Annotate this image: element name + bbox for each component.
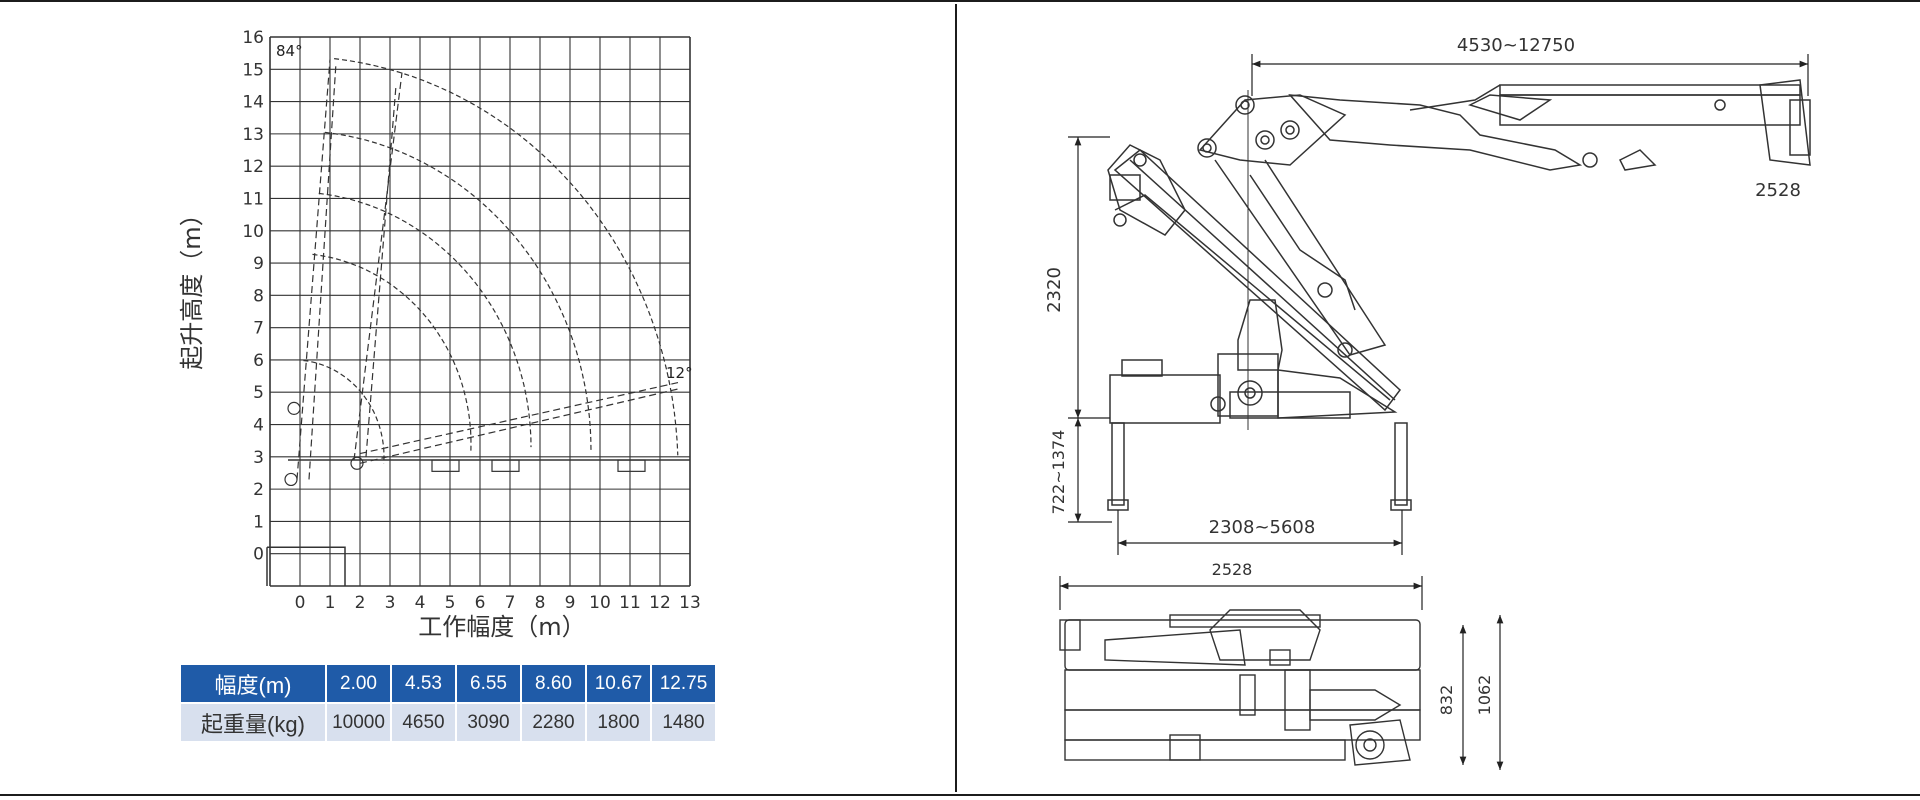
y-tick-label: 13 [242, 125, 264, 145]
radius-value: 12.75 [651, 665, 715, 704]
radius-value: 4.53 [391, 665, 457, 704]
x-tick-label: 10 [589, 593, 611, 613]
y-tick-label: 16 [242, 28, 264, 48]
y-tick-label: 9 [253, 254, 264, 274]
lift-height-curves [303, 58, 679, 464]
capacity-value: 1800 [586, 703, 652, 741]
curve-max-reach [334, 58, 679, 456]
curve-reach-3 [318, 192, 532, 448]
x-tick-label: 9 [565, 593, 576, 613]
y-tick-label: 3 [253, 448, 264, 468]
angle-min-label: 12° [666, 364, 693, 382]
top-view-length-dim: 2528 [1212, 560, 1253, 579]
boom-line-mid [365, 85, 397, 457]
frame-top-border [0, 0, 1920, 2]
crane-dimension-drawing: 4530~12750 2528 2320 722~1374 2308~5608 … [1044, 35, 1811, 770]
crane-side-view [1107, 79, 1811, 511]
y-tick-label: 14 [242, 93, 264, 113]
y-tick-label: 15 [242, 60, 264, 80]
table-row: 幅度(m) 2.00 4.53 6.55 8.60 10.67 12.75 [181, 665, 715, 704]
capacity-value: 3090 [456, 703, 522, 741]
radius-value: 6.55 [456, 665, 522, 704]
panel-divider [955, 4, 957, 792]
height-dim: 2320 [1044, 267, 1065, 313]
x-tick-label: 0 [295, 593, 306, 613]
curve-reach-4 [324, 131, 592, 451]
radius-value: 10.67 [586, 665, 652, 704]
y-tick-label: 11 [242, 189, 264, 209]
angle-max-label: 84° [276, 42, 303, 60]
capacity-value: 10000 [326, 703, 392, 741]
curve-reach-2 [312, 253, 472, 451]
crane-top-view [1059, 609, 1421, 766]
chart-grid [269, 36, 691, 587]
boom-end-width-dim: 2528 [1755, 180, 1801, 201]
x-tick-label: 11 [619, 593, 641, 613]
capacity-value: 2280 [521, 703, 587, 741]
pivot-circle [287, 401, 301, 415]
outrigger-span-dim: 2308~5608 [1209, 517, 1316, 538]
x-tick-label: 5 [445, 593, 456, 613]
y-tick-label: 1 [253, 512, 264, 532]
capacity-header: 起重量(kg) [181, 703, 327, 741]
top-view-inner-width-dim: 832 [1437, 685, 1456, 716]
capacity-value: 1480 [651, 703, 715, 741]
top-view-outer-width-dim: 1062 [1475, 675, 1494, 716]
dimension-lines [1059, 54, 1809, 770]
boom-line-mid [353, 72, 403, 461]
y-tick-label: 2 [253, 480, 264, 500]
x-tick-label: 7 [505, 593, 516, 613]
pivot-circle [350, 456, 364, 470]
radius-value: 8.60 [521, 665, 587, 704]
x-tick-label: 8 [535, 593, 546, 613]
y-tick-label: 4 [253, 416, 264, 436]
boom-extension-dim: 4530~12750 [1457, 35, 1575, 56]
y-tick-label: 8 [253, 286, 264, 306]
y-tick-label: 0 [253, 545, 264, 565]
x-axis-label: 工作幅度（m） [418, 613, 585, 641]
boom-section [431, 459, 460, 472]
x-tick-label: 6 [475, 593, 486, 613]
x-tick-label: 1 [325, 593, 336, 613]
x-tick-label: 4 [415, 593, 426, 613]
y-tick-label: 10 [242, 222, 264, 242]
boom-line-84deg [308, 62, 337, 480]
y-tick-label: 12 [242, 157, 264, 177]
capacity-value: 4650 [391, 703, 457, 741]
boom-line-84deg [296, 59, 331, 480]
y-tick-label: 7 [253, 319, 264, 339]
frame-bottom-border [0, 794, 1920, 796]
y-tick-label: 6 [253, 351, 264, 371]
boom-section [617, 459, 646, 472]
x-tick-label: 3 [385, 593, 396, 613]
radius-value: 2.00 [326, 665, 392, 704]
boom-section [491, 459, 520, 472]
load-capacity-table: 幅度(m) 2.00 4.53 6.55 8.60 10.67 12.75 起重… [181, 665, 715, 741]
crane-base-outline [266, 546, 346, 586]
table-row: 起重量(kg) 10000 4650 3090 2280 1800 1480 [181, 703, 715, 741]
x-tick-label: 12 [649, 593, 671, 613]
y-tick-label: 5 [253, 383, 264, 403]
outrigger-height-dim: 722~1374 [1049, 430, 1068, 515]
x-tick-label: 2 [355, 593, 366, 613]
x-tick-label: 13 [679, 593, 701, 613]
boom-positions [266, 59, 690, 586]
radius-header: 幅度(m) [181, 665, 327, 704]
y-axis-label: 起升高度（m） [178, 202, 206, 369]
pivot-circle [284, 472, 298, 487]
